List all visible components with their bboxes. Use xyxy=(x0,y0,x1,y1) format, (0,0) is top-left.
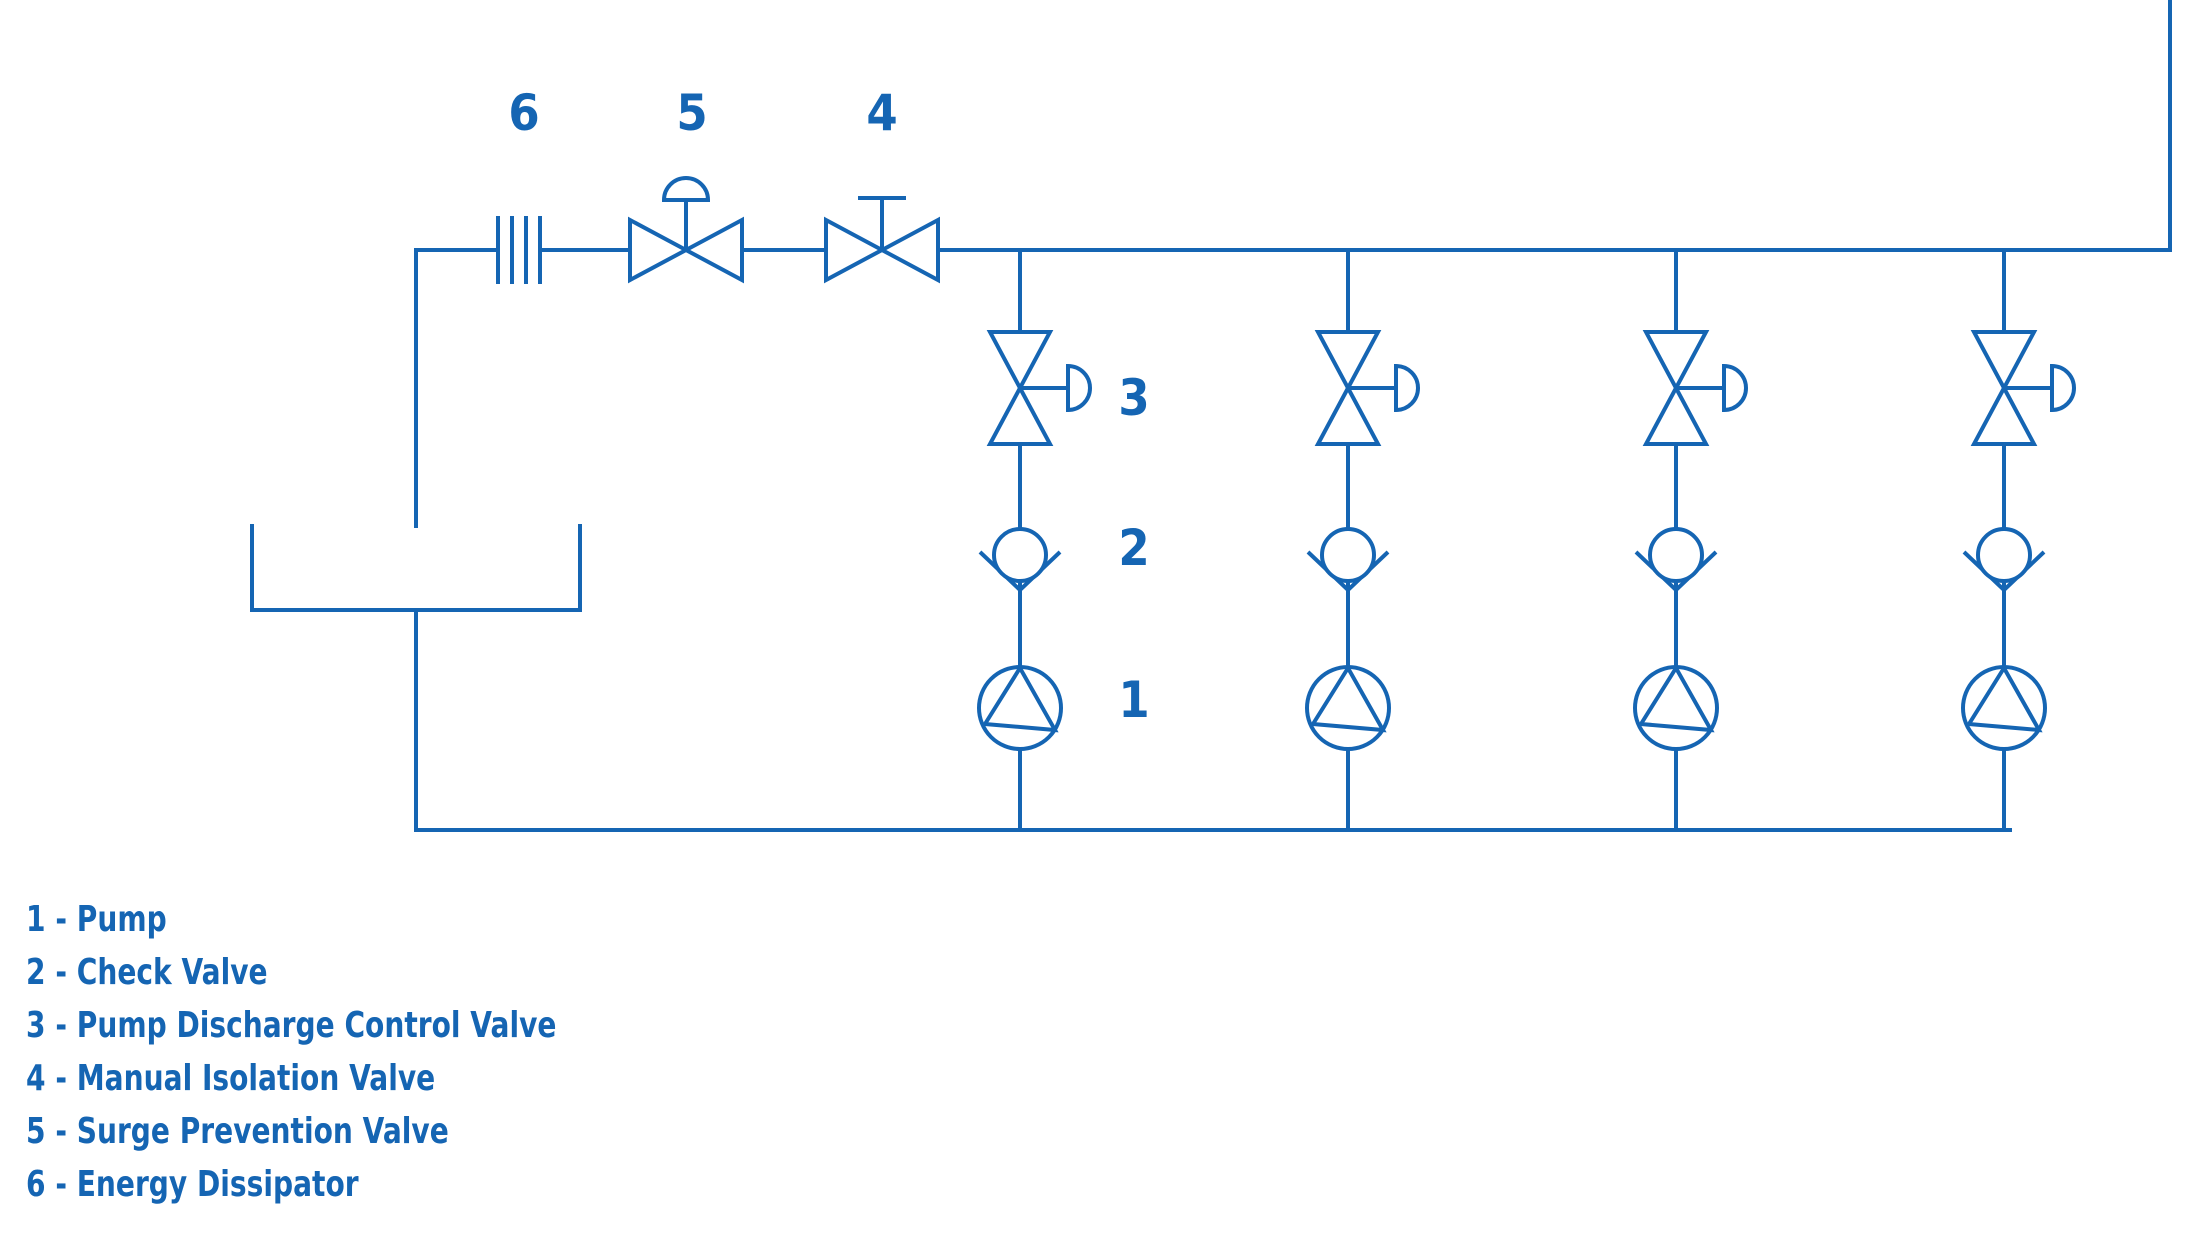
pump-discharge-control-valve-symbol xyxy=(1642,330,1748,446)
label-pump-discharge-control-valve: 3 xyxy=(1118,369,1149,427)
surge-prevention-valve-symbol xyxy=(628,176,744,284)
pump-branch-4 xyxy=(1961,248,2076,832)
pump-symbol xyxy=(1633,664,1719,751)
label-manual-isolation-valve: 4 xyxy=(866,84,897,142)
reservoir-tank xyxy=(250,524,582,612)
energy-dissipator-symbol xyxy=(496,216,542,284)
pump-symbol xyxy=(1305,664,1391,751)
legend-item-check-valve: 2 - Check Valve xyxy=(26,952,268,993)
pump-branch-1 xyxy=(977,248,1092,832)
check-valve-symbol xyxy=(1634,527,1718,593)
label-energy-dissipator: 6 xyxy=(508,84,539,142)
label-check-valve: 2 xyxy=(1118,519,1149,577)
pump-branch-3 xyxy=(1633,248,1748,832)
pump-symbol xyxy=(977,664,1063,751)
legend-item-surge-prevention-valve: 5 - Surge Prevention Valve xyxy=(26,1111,449,1152)
pump-discharge-control-valve-symbol xyxy=(1970,330,2076,446)
suction-header-pipe xyxy=(414,608,2012,832)
check-valve-symbol xyxy=(1306,527,1390,593)
legend-item-pump-discharge-control-valve: 3 - Pump Discharge Control Valve xyxy=(26,1005,557,1046)
pump-branches xyxy=(977,248,2076,832)
legend-item-manual-isolation-valve: 4 - Manual Isolation Valve xyxy=(26,1058,436,1099)
pump-discharge-control-valve-symbol xyxy=(986,330,1092,446)
check-valve-symbol xyxy=(1962,527,2046,593)
legend-item-pump: 1 - Pump xyxy=(26,899,167,940)
label-pump: 1 xyxy=(1118,671,1149,729)
pump-discharge-control-valve-symbol xyxy=(1314,330,1420,446)
manual-isolation-valve-symbol xyxy=(824,196,940,284)
check-valve-symbol xyxy=(978,527,1062,593)
label-surge-prevention-valve: 5 xyxy=(676,84,707,142)
legend-item-energy-dissipator: 6 - Energy Dissipator xyxy=(26,1164,359,1205)
pump-branch-2 xyxy=(1305,248,1420,832)
legend: 1 - Pump 2 - Check Valve 3 - Pump Discha… xyxy=(26,893,556,1211)
bypass-return-pipe xyxy=(414,248,496,528)
pump-symbol xyxy=(1961,664,2047,751)
piping xyxy=(414,0,2172,832)
